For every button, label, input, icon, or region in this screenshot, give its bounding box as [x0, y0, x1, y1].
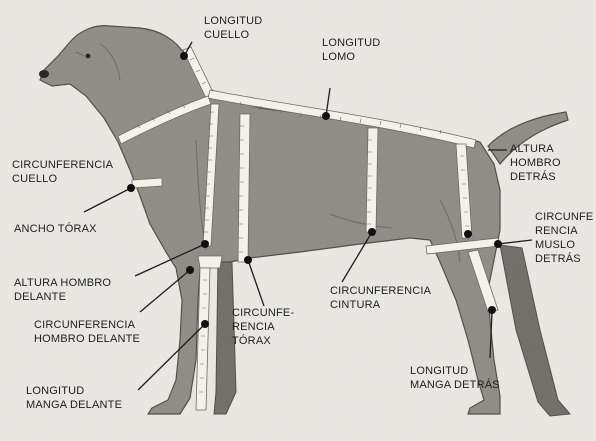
dot-longitud-lomo [322, 112, 330, 120]
dot-circunferencia-torax [244, 256, 252, 264]
label-circunferencia-torax: CIRCUNFE- RENCIA TÓRAX [232, 306, 294, 348]
label-circunferencia-cuello: CIRCUNFERENCIA CUELLO [12, 158, 113, 186]
dog-nose [39, 70, 49, 78]
dot-altura-hombro-detras [464, 230, 472, 238]
label-altura-hombro-detras: ALTURA HOMBRO DETRÁS [510, 142, 561, 184]
label-longitud-manga-delante: LONGITUD MANGA DELANTE [26, 384, 122, 412]
dot-circunferencia-muslo [494, 240, 502, 248]
label-longitud-cuello: LONGITUD CUELLO [204, 14, 262, 42]
dot-circunferencia-cintura [368, 228, 376, 236]
tape-waist-circumference [366, 128, 378, 232]
dot-longitud-manga-delante [201, 320, 209, 328]
label-circunferencia-cintura: CIRCUNFERENCIA CINTURA [330, 284, 431, 312]
label-circunferencia-hombro-delante: CIRCUNFERENCIA HOMBRO DELANTE [34, 318, 140, 346]
dot-altura-hombro-delante [201, 240, 209, 248]
label-longitud-lomo: LONGITUD LOMO [322, 36, 380, 64]
tape-front-shoulder-circ [198, 256, 222, 268]
label-ancho-torax: ANCHO TÓRAX [14, 222, 97, 236]
dot-longitud-manga-detras [488, 306, 496, 314]
label-altura-hombro-delante: ALTURA HOMBRO DELANTE [14, 276, 111, 304]
tape-chest-width [132, 178, 162, 188]
dot-longitud-cuello [180, 52, 188, 60]
label-longitud-manga-detras: LONGITUD MANGA DETRÁS [410, 364, 500, 392]
tape-chest-circumference [238, 114, 250, 262]
dot-circunferencia-hombro-delante [186, 266, 194, 274]
label-circunferencia-muslo-detras: CIRCUNFE RENCIA MUSLO DETRÁS [535, 210, 593, 266]
dog-eye [86, 54, 91, 59]
dot-ancho-torax [127, 184, 135, 192]
